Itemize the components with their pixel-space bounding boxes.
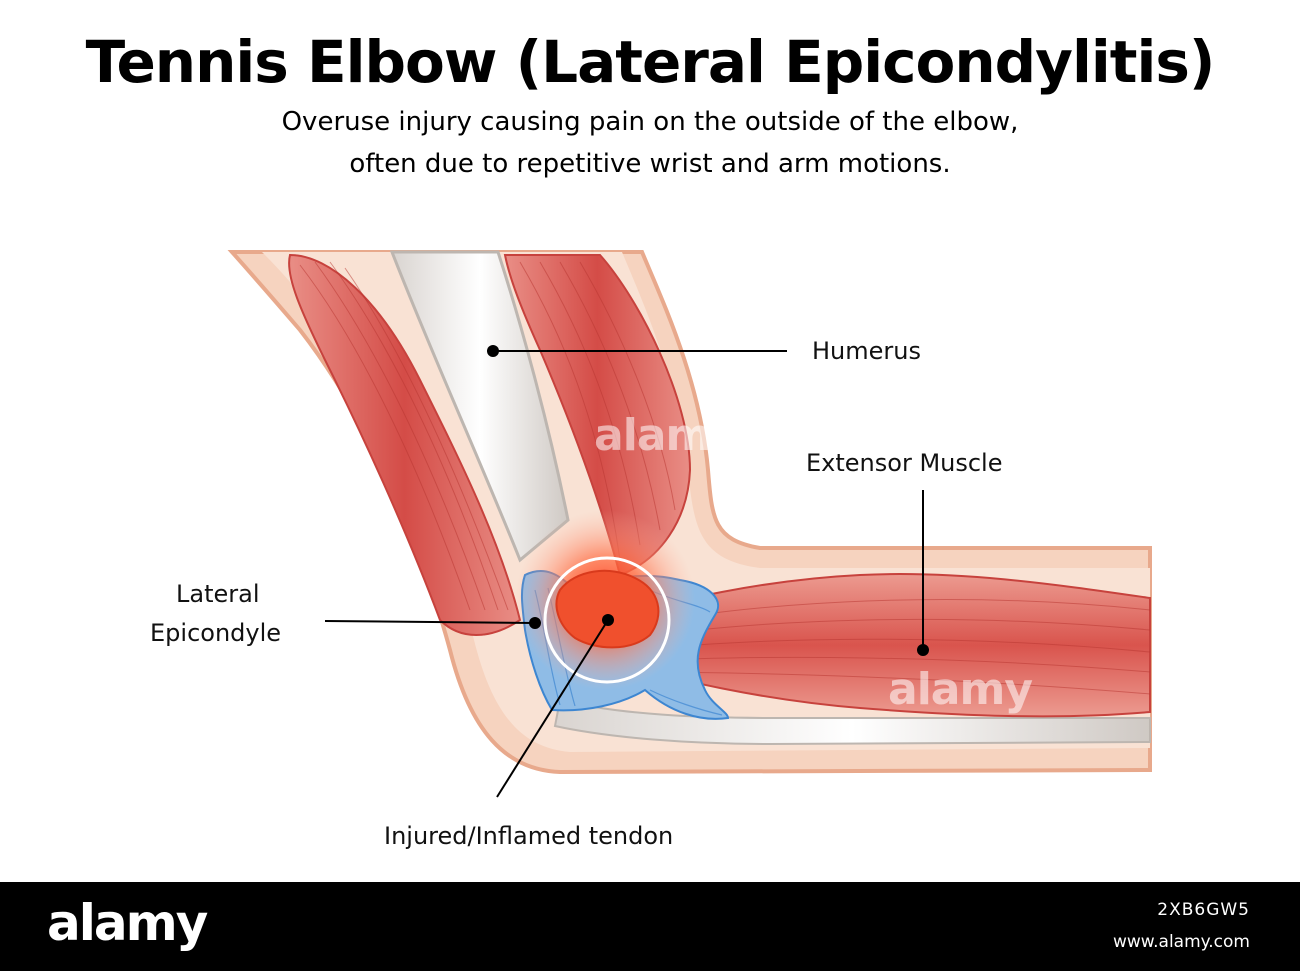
subtitle-line-1: Overuse injury causing pain on the outsi…: [281, 107, 1019, 137]
upper-muscle-left: [288, 253, 522, 636]
footer-url: www.alamy.com: [1112, 932, 1250, 952]
footer-image-id: 2XB6GW5: [1157, 900, 1250, 920]
page-title: Tennis Elbow (Lateral Epicondylitis): [85, 28, 1216, 96]
humerus-bone: [389, 250, 570, 563]
watermark-center: alamy: [594, 410, 739, 461]
elbow-anatomy-illustration: [227, 250, 1152, 798]
epicondyle-pointer-dot: [529, 617, 541, 629]
label-lateral-epicondyle-line2: Epicondyle: [150, 619, 282, 647]
label-extensor-muscle: Extensor Muscle: [806, 449, 1003, 477]
tendon-pointer-dot: [602, 614, 614, 626]
footer-bar: alamy 2XB6GW5 www.alamy.com: [0, 882, 1300, 971]
inflamed-tendon-core: [555, 569, 660, 649]
watermark-lower: alamy: [888, 664, 1033, 715]
label-injured-tendon: Injured/Inflamed tendon: [384, 822, 674, 850]
leader-lines: [324, 350, 924, 798]
extensor-muscle-shape: [599, 573, 1151, 718]
forearm-bone: [553, 698, 1151, 746]
label-humerus: Humerus: [812, 337, 921, 365]
humerus-pointer-dot: [487, 345, 499, 357]
injury-highlight-circle: [543, 556, 671, 684]
footer-logo: alamy: [47, 894, 208, 952]
extensor-pointer-dot: [917, 644, 929, 656]
subtitle-line-2: often due to repetitive wrist and arm mo…: [349, 149, 951, 179]
label-lateral-epicondyle-line1: Lateral: [176, 580, 260, 608]
tendon-leader-line: [496, 619, 609, 798]
epicondyle-leader-line: [324, 620, 536, 624]
